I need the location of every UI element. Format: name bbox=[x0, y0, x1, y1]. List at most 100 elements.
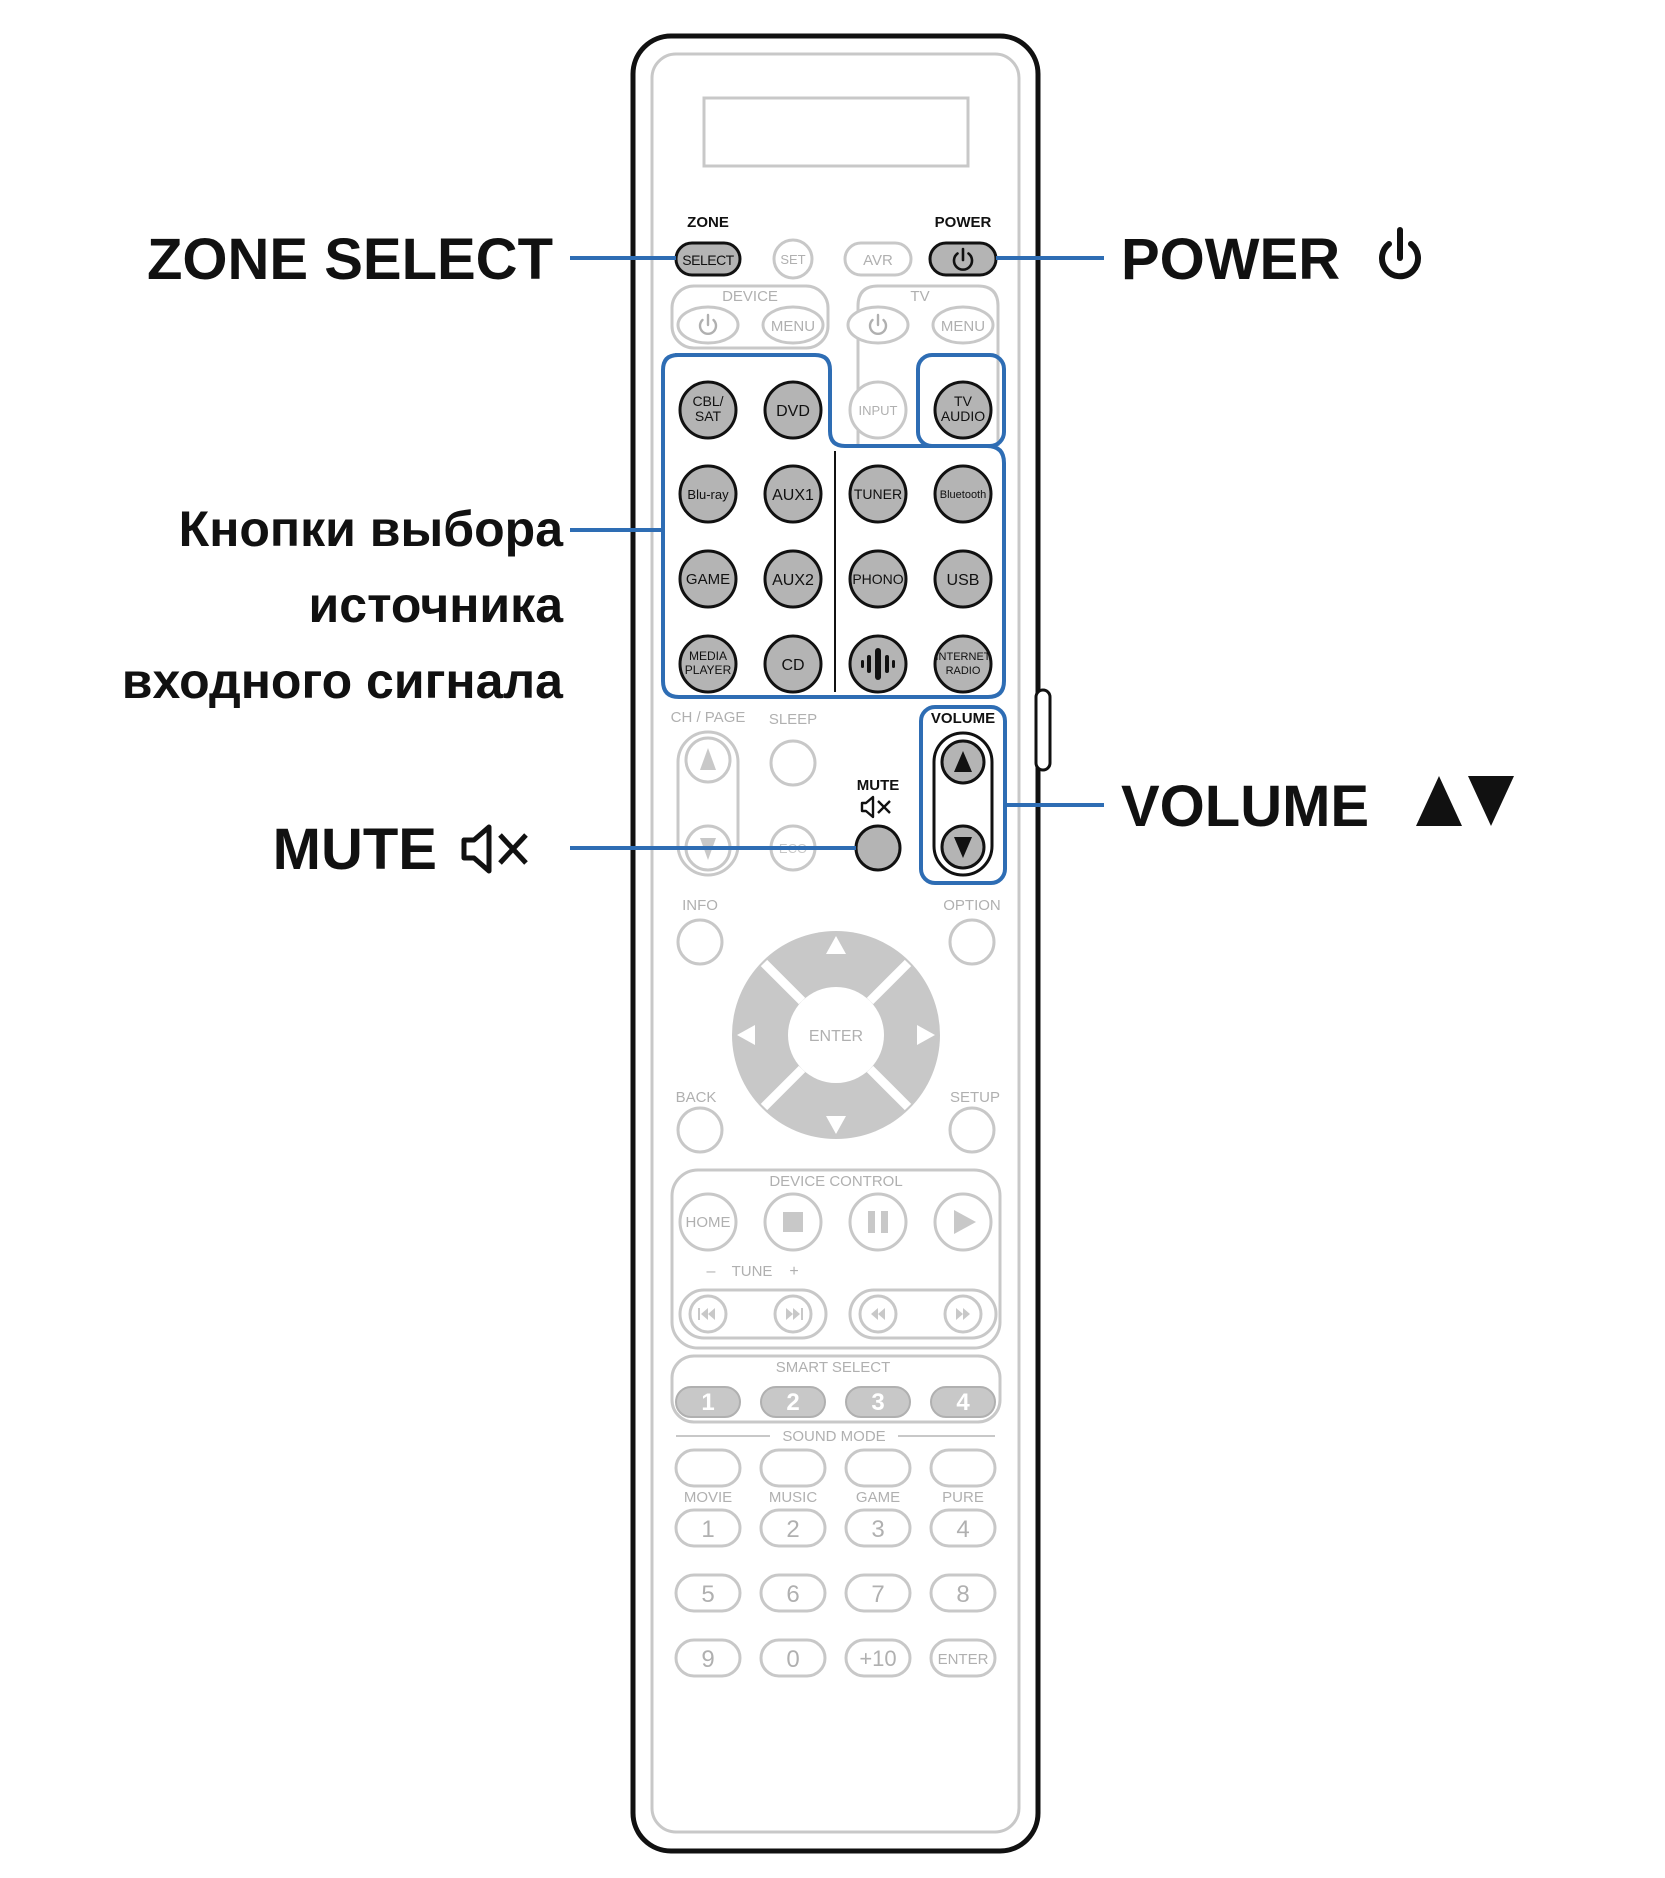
option-label: OPTION bbox=[943, 897, 1001, 914]
input-aux2-button[interactable]: AUX2 bbox=[763, 549, 823, 609]
num-enter-button[interactable]: ENTER bbox=[929, 1638, 997, 1678]
num-6-label: 6 bbox=[786, 1581, 799, 1608]
input-phono-button[interactable]: PHONO bbox=[848, 549, 908, 609]
device-power-button[interactable] bbox=[676, 305, 740, 345]
tv-input-button[interactable]: INPUT bbox=[848, 380, 908, 440]
nav-right-icon bbox=[917, 1025, 935, 1045]
ch-page-up-button[interactable] bbox=[684, 736, 732, 784]
sound-mode-button-2[interactable] bbox=[759, 1448, 827, 1488]
input-media-player-button[interactable]: MEDIA PLAYER bbox=[678, 634, 738, 694]
device-menu-button[interactable]: MENU bbox=[761, 305, 825, 345]
num-button-plus10[interactable]: +10 bbox=[844, 1638, 912, 1678]
num-button-3[interactable]: 3 bbox=[844, 1508, 912, 1548]
phono-label: PHONO bbox=[852, 571, 903, 587]
triangle-down-icon bbox=[954, 837, 972, 858]
input-tuner-button[interactable]: TUNER bbox=[848, 464, 908, 524]
power-button[interactable] bbox=[928, 241, 998, 277]
nav-down-icon bbox=[826, 1116, 846, 1134]
num-button-1[interactable]: 1 bbox=[674, 1508, 742, 1548]
device-control-label: DEVICE CONTROL bbox=[769, 1173, 902, 1190]
enter-label: ENTER bbox=[809, 1028, 863, 1045]
zone-select-button[interactable]: SELECT bbox=[674, 241, 742, 277]
home-button[interactable]: HOME bbox=[678, 1192, 738, 1252]
device-control-group bbox=[670, 1168, 1002, 1350]
back-button[interactable] bbox=[676, 1106, 724, 1154]
input-dvd-button[interactable]: DVD bbox=[763, 380, 823, 440]
num-button-2[interactable]: 2 bbox=[759, 1508, 827, 1548]
input-tv-audio-button[interactable]: TV AUDIO bbox=[933, 380, 993, 440]
stop-button[interactable] bbox=[763, 1192, 823, 1252]
num-8-label: 8 bbox=[956, 1581, 969, 1608]
sound-mode-button-4[interactable] bbox=[929, 1448, 997, 1488]
input-usb-button[interactable]: USB bbox=[933, 549, 993, 609]
tv-audio-highlight bbox=[916, 353, 1006, 448]
pure-label: PURE bbox=[942, 1489, 984, 1506]
smart-select-button-4[interactable]: 4 bbox=[930, 1386, 996, 1418]
num-9-label: 9 bbox=[701, 1646, 714, 1673]
zone-select-button-label: SELECT bbox=[682, 252, 734, 268]
remote-inner-border bbox=[650, 52, 1021, 1834]
num-button-0[interactable]: 0 bbox=[759, 1638, 827, 1678]
sleep-label: SLEEP bbox=[769, 711, 817, 728]
speaker-mute-icon bbox=[461, 824, 528, 874]
iradio-label-line1: INTERNET bbox=[936, 651, 991, 663]
game-mode-label: GAME bbox=[856, 1489, 900, 1506]
fast-forward-button[interactable] bbox=[943, 1294, 983, 1334]
mute-callout: MUTE bbox=[273, 817, 437, 882]
tv-audio-label-line1: TV bbox=[954, 393, 973, 409]
smart-select-button-2[interactable]: 2 bbox=[760, 1386, 826, 1418]
remote-side-bump bbox=[1034, 688, 1052, 772]
sleep-button[interactable] bbox=[769, 739, 817, 787]
input-aux1-button[interactable]: AUX1 bbox=[763, 464, 823, 524]
input-game-button[interactable]: GAME bbox=[678, 549, 738, 609]
setup-label: SETUP bbox=[950, 1089, 1000, 1106]
input-internet-radio-button[interactable]: INTERNET RADIO bbox=[933, 634, 993, 694]
mute-button[interactable] bbox=[854, 824, 902, 872]
info-button[interactable] bbox=[676, 918, 724, 966]
setup-button[interactable] bbox=[948, 1106, 996, 1154]
tv-power-button[interactable] bbox=[846, 305, 910, 345]
input-source-callout-line3: входного сигнала bbox=[122, 653, 564, 709]
sound-mode-button-3[interactable] bbox=[844, 1448, 912, 1488]
input-bluray-button[interactable]: Blu-ray bbox=[678, 464, 738, 524]
input-cd-button[interactable]: CD bbox=[763, 634, 823, 694]
set-button[interactable]: SET bbox=[772, 238, 814, 280]
num-button-7[interactable]: 7 bbox=[844, 1573, 912, 1613]
num-4-label: 4 bbox=[956, 1516, 969, 1543]
sound-mode-button-1[interactable] bbox=[674, 1448, 742, 1488]
num-button-5[interactable]: 5 bbox=[674, 1573, 742, 1613]
option-button[interactable] bbox=[948, 918, 996, 966]
home-label: HOME bbox=[686, 1214, 731, 1231]
pause-button[interactable] bbox=[848, 1192, 908, 1252]
tv-menu-button[interactable]: MENU bbox=[931, 305, 995, 345]
volume-down-button[interactable] bbox=[940, 824, 986, 870]
power-icon bbox=[868, 313, 888, 335]
music-label: MUSIC bbox=[769, 1489, 818, 1506]
callout-lines bbox=[570, 256, 1104, 850]
media-label-line2: PLAYER bbox=[685, 663, 732, 677]
num-5-label: 5 bbox=[701, 1581, 714, 1608]
num-button-6[interactable]: 6 bbox=[759, 1573, 827, 1613]
skip-back-button[interactable] bbox=[688, 1294, 728, 1334]
input-bluetooth-button[interactable]: Bluetooth bbox=[933, 464, 993, 524]
smart-select-button-3[interactable]: 3 bbox=[845, 1386, 911, 1418]
num-button-9[interactable]: 9 bbox=[674, 1638, 742, 1678]
num-button-8[interactable]: 8 bbox=[929, 1573, 997, 1613]
skip-forward-button[interactable] bbox=[773, 1294, 813, 1334]
triangle-up-icon bbox=[700, 748, 716, 770]
avr-button[interactable]: AVR bbox=[843, 241, 913, 277]
power-callout: POWER bbox=[1121, 227, 1340, 292]
input-cbl-sat-button[interactable]: CBL/ SAT bbox=[678, 380, 738, 440]
smart-select-button-1[interactable]: 1 bbox=[675, 1386, 741, 1418]
play-button[interactable] bbox=[933, 1192, 993, 1252]
volume-label: VOLUME bbox=[931, 710, 995, 727]
num-button-4[interactable]: 4 bbox=[929, 1508, 997, 1548]
media-label-line1: MEDIA bbox=[689, 649, 727, 663]
volume-up-button[interactable] bbox=[940, 739, 986, 785]
triangle-down-icon bbox=[1468, 776, 1514, 826]
device-group bbox=[670, 284, 830, 350]
input-network-button[interactable] bbox=[848, 634, 908, 694]
aux2-label: AUX2 bbox=[772, 572, 814, 589]
rewind-button[interactable] bbox=[858, 1294, 898, 1334]
nav-ring[interactable] bbox=[732, 931, 940, 1139]
